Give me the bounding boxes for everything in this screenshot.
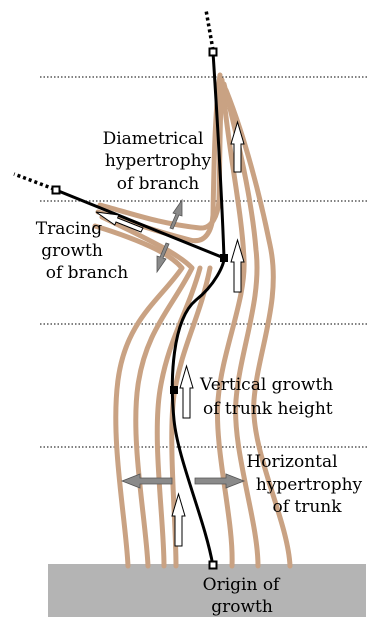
trunk-tip-node bbox=[210, 49, 217, 56]
label-horizontal-line1: Horizontal bbox=[246, 452, 337, 472]
label-diametrical-line1: Diametrical bbox=[103, 129, 204, 149]
label-horizontal: Horizontal hypertrophy of trunk bbox=[246, 452, 362, 517]
label-tracing-line2: growth bbox=[41, 241, 103, 261]
label-vertical-line1: Vertical growth bbox=[199, 375, 333, 395]
label-diametrical: Diametrical hypertrophy of branch bbox=[103, 129, 212, 194]
label-horizontal-line3: of trunk bbox=[272, 497, 342, 517]
label-diametrical-line2: hypertrophy bbox=[105, 151, 212, 171]
trunk-extension bbox=[206, 10, 213, 50]
label-origin-line2: growth bbox=[211, 597, 273, 617]
trunk-hypertrophy-left-arrow-icon bbox=[122, 474, 172, 488]
branch-tip-node bbox=[53, 187, 60, 194]
up-arrow-icon bbox=[180, 366, 193, 418]
label-diametrical-line3: of branch bbox=[117, 174, 200, 194]
label-tracing-line3: of branch bbox=[46, 263, 129, 283]
branch-junction-node bbox=[220, 254, 228, 262]
trunk-mid-node bbox=[170, 386, 178, 394]
label-horizontal-line2: hypertrophy bbox=[256, 475, 363, 495]
label-tracing: Tracing growth of branch bbox=[36, 219, 128, 283]
label-origin-line1: Origin of bbox=[203, 575, 281, 595]
origin-node bbox=[210, 562, 217, 569]
branch-extension bbox=[14, 174, 54, 189]
label-vertical-line2: of trunk height bbox=[203, 399, 333, 419]
trunk-hypertrophy-right-arrow-icon bbox=[195, 474, 244, 488]
label-tracing-line1: Tracing bbox=[36, 219, 103, 239]
